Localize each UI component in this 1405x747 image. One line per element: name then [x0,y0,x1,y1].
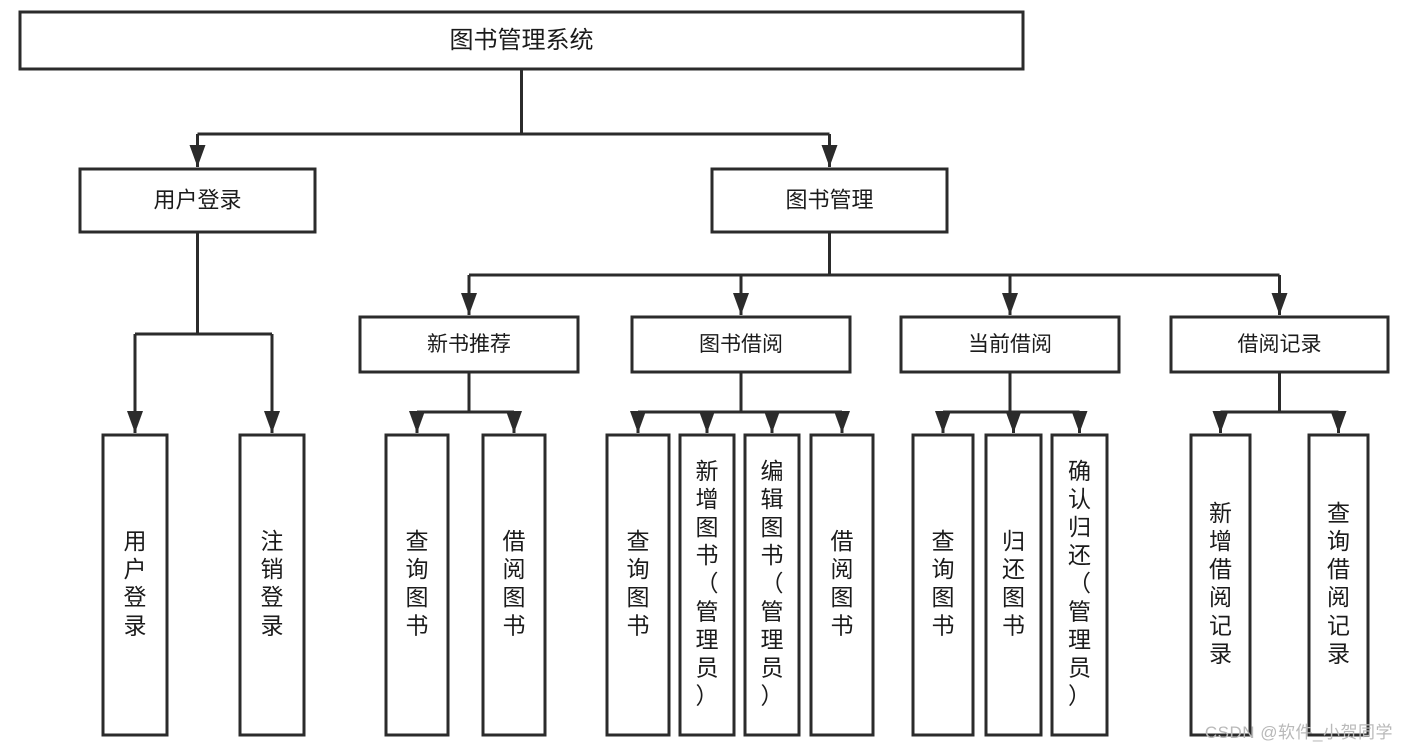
node-rect [984,433,1043,737]
node-label: 用户登录 [124,528,147,638]
tree-node-新书推荐-l3-1-0[interactable]: 新书推荐 [358,315,580,374]
node-layer: 图书管理系统用户登录用户登录注销登录图书管理新书推荐查询图书借阅图书图书借阅查询… [18,10,1390,737]
arrow-head-icon [834,411,850,433]
node-rect [710,167,949,234]
tree-leaf-归还图书-1-2-1[interactable]: 归还图书 [984,433,1043,737]
node-label: 查询图书 [406,528,429,638]
tree-leaf-查询图书-1-0-0[interactable]: 查询图书 [384,433,450,737]
node-label: 查询借阅记录 [1327,500,1350,666]
node-rect [630,315,852,374]
node-rect [911,433,975,737]
arrow-head-icon [127,411,143,433]
arrow-head-icon [1071,411,1088,433]
node-rect [678,433,736,737]
tree-node-当前借阅-l3-1-2[interactable]: 当前借阅 [899,315,1121,374]
arrow-head-icon [733,293,749,315]
arrow-head-icon [264,411,280,433]
tree-node-root[interactable]: 图书管理系统 [18,10,1025,71]
tree-node-借阅记录-l3-1-3[interactable]: 借阅记录 [1169,315,1390,374]
node-label: 查询图书 [932,528,955,638]
arrow-head-icon [764,411,780,433]
node-label: 图书管理系统 [450,27,594,54]
tree-leaf-借阅图书-1-0-1[interactable]: 借阅图书 [481,433,547,737]
connector-layer [127,69,1347,433]
node-rect [358,315,580,374]
tree-node-用户登录-l2-0[interactable]: 用户登录 [78,167,317,234]
node-label: 注销登录 [261,528,284,638]
arrow-head-icon [630,411,646,433]
tree-leaf-新增借阅记录-1-3-0[interactable]: 新增借阅记录 [1189,433,1252,737]
arrow-head-icon [699,411,715,433]
node-rect [78,167,317,234]
arrow-head-icon [461,293,477,315]
arrow-head-icon [821,145,838,167]
arrow-head-icon [1330,411,1347,433]
node-label: 归还图书 [1002,528,1025,638]
tree-leaf-新增图书管理员-1-1-1[interactable]: 新增图书（管理员） [678,433,736,737]
node-label: 借阅图书 [831,528,854,638]
tree-node-图书借阅-l3-1-1[interactable]: 图书借阅 [630,315,852,374]
node-label: 当前借阅 [968,333,1052,356]
tree-leaf-编辑图书管理员-1-1-2[interactable]: 编辑图书（管理员） [743,433,801,737]
tree-leaf-查询借阅记录-1-3-1[interactable]: 查询借阅记录 [1307,433,1370,737]
tree-leaf-查询图书-1-1-0[interactable]: 查询图书 [605,433,671,737]
node-rect [238,433,306,737]
arrow-head-icon [506,411,522,433]
arrow-head-icon [1005,411,1022,433]
node-rect [899,315,1121,374]
node-label: 用户登录 [153,187,241,212]
arrow-head-icon [935,411,951,433]
node-rect [101,433,169,737]
tree-leaf-确认归还管理员-1-2-2[interactable]: 确认归还（管理员） [1050,433,1109,737]
csdn-watermark: CSDN @软件_小贺同学 [1204,723,1393,742]
arrow-head-icon [1212,411,1229,433]
arrow-head-icon [189,145,206,167]
tree-node-用户登录-l3-0-0[interactable]: 用户登录 [101,433,169,737]
tree-node-注销登录-l3-0-1[interactable]: 注销登录 [238,433,306,737]
tree-node-图书管理-l2-1[interactable]: 图书管理 [710,167,949,234]
node-rect [1050,433,1109,737]
node-label: 新增图书（管理员） [696,458,719,708]
node-rect [743,433,801,737]
node-rect [18,10,1025,71]
node-rect [481,433,547,737]
node-label: 图书管理 [785,187,873,212]
node-rect [384,433,450,737]
node-rect [1189,433,1252,737]
node-rect [809,433,875,737]
node-rect [1169,315,1390,374]
node-rect [605,433,671,737]
node-label: 确认归还（管理员） [1068,458,1091,708]
node-label: 借阅图书 [503,528,526,638]
node-label: 新书推荐 [427,333,511,356]
node-label: 新增借阅记录 [1209,500,1232,666]
node-label: 编辑图书（管理员） [761,458,784,708]
arrow-head-icon [1002,293,1018,315]
arrow-head-icon [409,411,425,433]
node-rect [1307,433,1370,737]
node-label: 图书借阅 [699,333,783,356]
tree-leaf-借阅图书-1-1-3[interactable]: 借阅图书 [809,433,875,737]
node-label: 查询图书 [627,528,650,638]
arrow-head-icon [1271,293,1288,315]
node-label: 借阅记录 [1238,333,1322,356]
tree-leaf-查询图书-1-2-0[interactable]: 查询图书 [911,433,975,737]
